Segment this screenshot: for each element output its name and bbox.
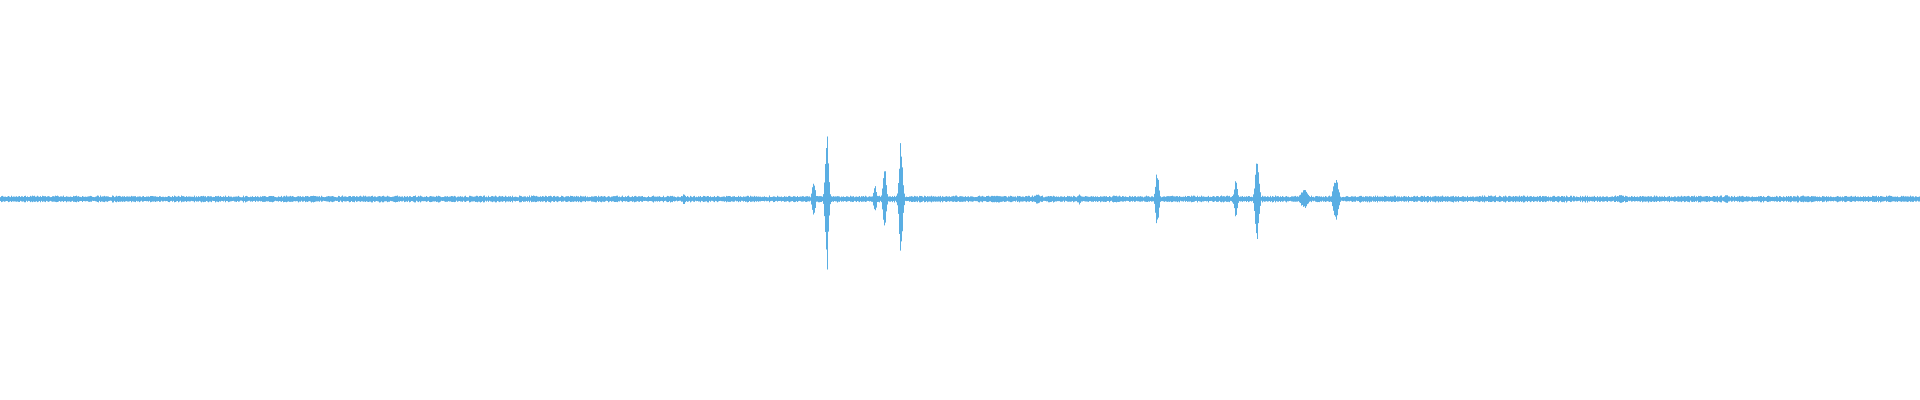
waveform-channel <box>0 136 1920 270</box>
